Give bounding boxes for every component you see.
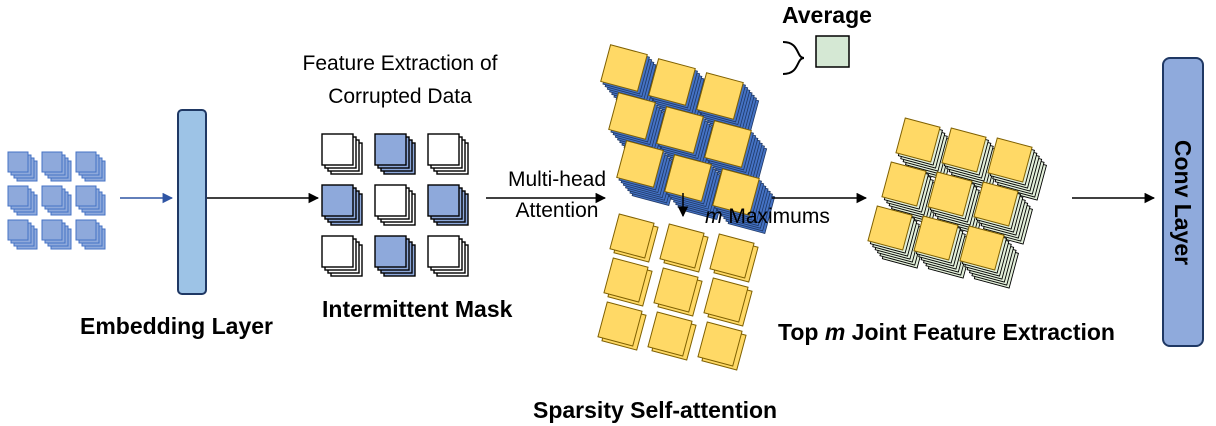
- sparsity-front-tile: [709, 233, 755, 279]
- sparsity-self-attention-label: Sparsity Self-attention: [533, 397, 778, 423]
- mask-tile: [321, 184, 354, 217]
- topm-top-tile: [895, 117, 941, 163]
- multihead-attention-stacks: [600, 44, 776, 234]
- sparsity-front-tile: [703, 277, 749, 323]
- attention-top-tile: [704, 120, 752, 168]
- feature-extraction-label-line1: Feature Extraction of: [302, 52, 498, 75]
- multi-head-label-line1: Multi-head: [507, 168, 607, 191]
- attention-top-tile: [712, 168, 760, 216]
- intermittent-mask-label: Intermittent Mask: [322, 296, 513, 322]
- top-text: Top: [778, 319, 825, 345]
- input-tile: [7, 185, 29, 207]
- conv-layer-label-box: Conv Layer: [1163, 58, 1203, 346]
- sparsity-front-tile: [653, 267, 699, 313]
- topm-top-tile: [867, 205, 913, 251]
- topm-top-tile: [941, 127, 987, 173]
- sparsity-front-tile: [659, 223, 705, 269]
- sparsity-front-tile: [603, 257, 649, 303]
- maximums-text: Maximums: [722, 205, 830, 228]
- input-tile: [41, 185, 63, 207]
- sparsity-front-tile: [597, 301, 643, 347]
- m-variable-2: m: [824, 319, 846, 345]
- mask-tile: [321, 235, 354, 268]
- input-tile: [41, 219, 63, 241]
- top-m-joint-feature-label: Top m Joint Feature Extraction: [778, 319, 1115, 345]
- attention-top-tile: [616, 140, 664, 188]
- input-tile: [75, 219, 97, 241]
- mask-tile: [427, 184, 460, 217]
- mask-tile: [374, 133, 407, 166]
- attention-top-tile: [648, 58, 696, 106]
- input-tile: [75, 151, 97, 173]
- m-maximums-label: m Maximums: [705, 205, 830, 229]
- sparsity-front-tile: [647, 311, 693, 357]
- input-tile: [75, 185, 97, 207]
- attention-label-line2: Attention: [515, 199, 599, 222]
- input-tile: [7, 151, 29, 173]
- joint-text: Joint Feature Extraction: [845, 319, 1115, 345]
- average-box: [815, 35, 850, 68]
- mask-tile: [374, 184, 407, 217]
- average-label: Average: [782, 2, 872, 28]
- sparsity-self-attention-grid: [597, 213, 759, 371]
- sparsity-front-tile: [609, 213, 655, 259]
- input-data-grid: [7, 151, 106, 250]
- topm-top-tile: [927, 171, 973, 217]
- topm-top-tile: [959, 225, 1005, 271]
- sparsity-front-tile: [697, 321, 743, 367]
- topm-top-tile: [973, 181, 1019, 227]
- conv-layer-label: Conv Layer: [1170, 139, 1197, 265]
- feature-extraction-label-line2: Corrupted Data: [328, 85, 472, 108]
- embedding-layer-bar: [177, 109, 207, 295]
- top-m-joint-feature-grid: [867, 117, 1047, 289]
- attention-top-tile: [600, 44, 648, 92]
- m-variable: m: [705, 205, 723, 228]
- topm-top-tile: [881, 161, 927, 207]
- topm-top-tile: [987, 137, 1033, 183]
- embedding-layer-label: Embedding Layer: [80, 313, 273, 339]
- attention-top-tile: [696, 72, 744, 120]
- attention-top-tile: [608, 92, 656, 140]
- mask-tile: [321, 133, 354, 166]
- input-tile: [41, 151, 63, 173]
- input-tile: [7, 219, 29, 241]
- conv-layer-bar: [1162, 57, 1204, 347]
- intermittent-mask-grid: [321, 133, 469, 277]
- attention-top-tile: [656, 106, 704, 154]
- mask-tile: [374, 235, 407, 268]
- average-bracket: [782, 41, 805, 75]
- topm-top-tile: [913, 215, 959, 261]
- mask-tile: [427, 235, 460, 268]
- mask-tile: [427, 133, 460, 166]
